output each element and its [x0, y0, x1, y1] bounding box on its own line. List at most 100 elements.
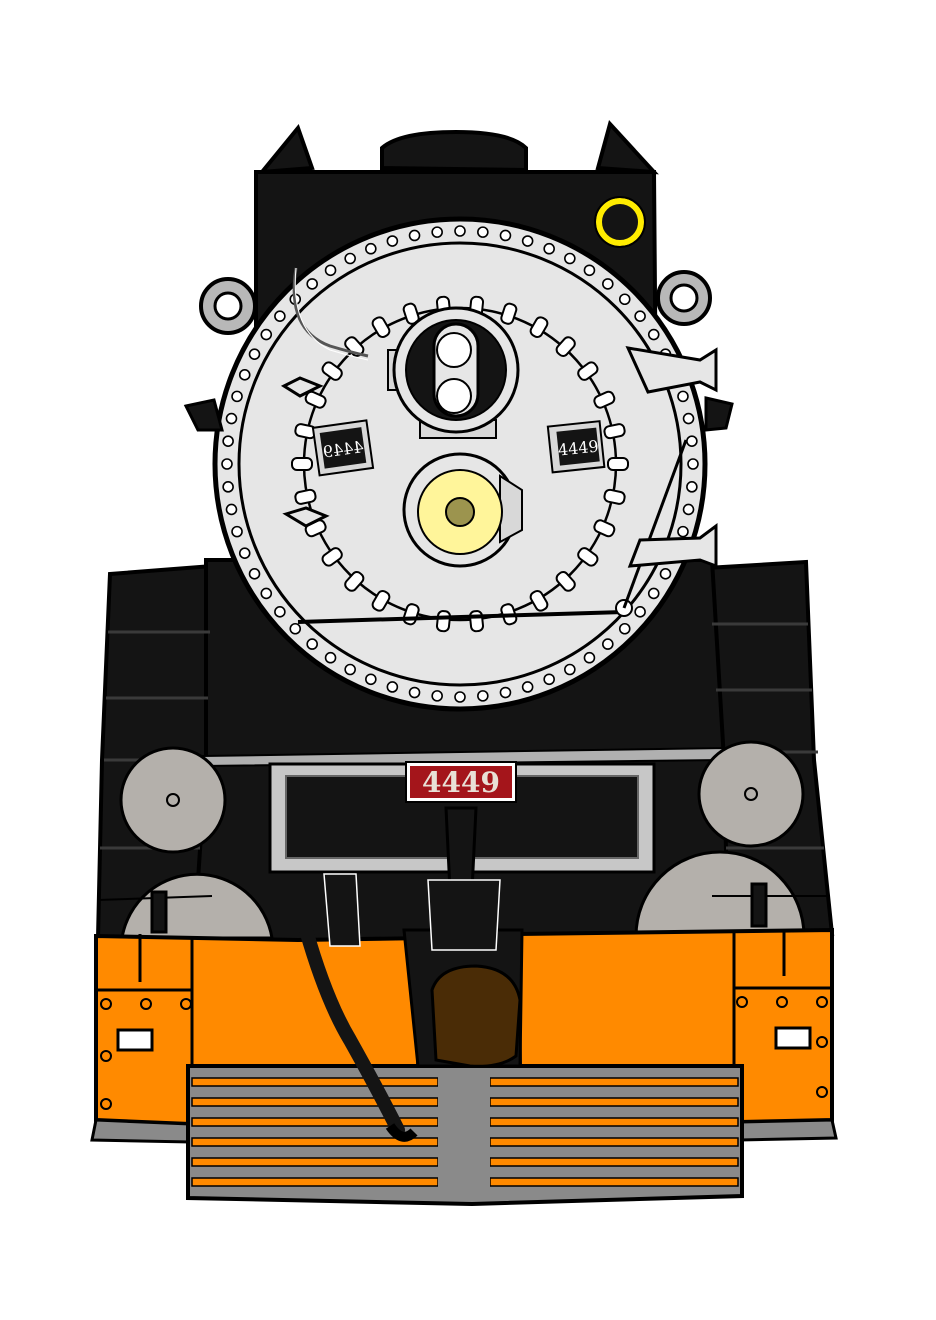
rivet [306, 638, 318, 650]
door-bolt [529, 590, 549, 612]
grille-slats [191, 1077, 739, 1187]
smokebox-door: 4449 4449 [212, 216, 718, 712]
rivet [687, 458, 699, 470]
rivet [289, 622, 302, 635]
pilot-bolt [736, 996, 748, 1008]
grille-slat [489, 1097, 739, 1107]
rivet [222, 435, 234, 447]
door-bottom-line [297, 610, 625, 624]
rivet [677, 390, 689, 403]
rivet [618, 622, 631, 635]
door-bolt [371, 316, 391, 338]
grille-slat [191, 1077, 439, 1087]
door-bolt [603, 488, 626, 505]
coupler-assembly [299, 806, 524, 1142]
rivet [602, 278, 614, 290]
rivet [659, 568, 672, 580]
left-brackets [280, 376, 330, 528]
rivet [543, 242, 555, 255]
rivet [499, 229, 512, 242]
right-deflector-ear [595, 119, 659, 175]
pilot-deck [90, 882, 838, 1144]
rivet [521, 235, 534, 247]
rivet [225, 503, 238, 516]
grille-slat [489, 1157, 739, 1167]
door-bolt [529, 316, 549, 338]
door-bolt [321, 361, 343, 381]
rivet [386, 681, 399, 693]
rivet [477, 690, 489, 702]
rivet [686, 435, 698, 447]
rivet [431, 226, 443, 238]
rivet [274, 310, 286, 322]
rivet [564, 252, 576, 265]
rivet [634, 310, 646, 322]
door-bolt [304, 390, 327, 409]
coupler-knuckle [430, 964, 522, 1068]
handrail-wire [292, 267, 369, 358]
door-bolt [607, 457, 629, 471]
rivet [682, 412, 695, 425]
left-deflector-ear [257, 123, 315, 175]
wheel-right-upper [697, 740, 805, 848]
rivet [238, 547, 251, 559]
door-bolt [500, 302, 518, 325]
rivet [386, 235, 399, 247]
rivet [647, 587, 660, 600]
door-bolt [371, 590, 391, 612]
pilot-bolt [140, 998, 152, 1010]
door-bolt [321, 547, 343, 567]
rivet [454, 691, 466, 703]
rivet [686, 481, 698, 493]
door-number-plate-right: 4449 [546, 420, 606, 474]
rivet [274, 606, 286, 618]
rivet [344, 663, 356, 676]
door-bolt [555, 571, 576, 592]
grille-slat [489, 1117, 739, 1127]
door-bolt [344, 571, 365, 592]
air-hose [299, 923, 405, 1137]
pilot-bolts [100, 996, 828, 1110]
rivet [647, 328, 660, 341]
right-brackets [625, 346, 718, 569]
rivet [231, 390, 243, 403]
rivet [222, 481, 234, 493]
door-bolt [593, 390, 616, 409]
door-bolt [468, 610, 485, 633]
headlight-lens-bottom [436, 378, 472, 414]
rivet [408, 229, 421, 242]
rivet [634, 606, 646, 618]
door-bolt [435, 610, 452, 633]
pilot-bolt [816, 1036, 828, 1048]
rivet [231, 525, 243, 538]
pilot-bolt [816, 1086, 828, 1098]
rivet [602, 638, 614, 650]
rivet [408, 686, 421, 699]
rivet [306, 278, 318, 290]
rivet [521, 681, 534, 693]
wheel-left-upper [119, 746, 227, 854]
grille-slat [489, 1137, 739, 1147]
grille [186, 1064, 744, 1207]
door-bolt [555, 336, 576, 357]
rivet [324, 264, 337, 277]
lower-headlight [402, 452, 523, 568]
rivet [248, 348, 261, 360]
rivet [238, 369, 251, 381]
rivet [583, 651, 596, 664]
headlight-lens-top [436, 332, 472, 368]
rivet [344, 252, 356, 265]
grille-slat [489, 1077, 739, 1087]
door-bolt [294, 488, 317, 505]
door-bolt [603, 423, 626, 440]
door-bolt [593, 519, 616, 538]
grille-slat [191, 1177, 439, 1187]
rivet [454, 225, 466, 237]
smokestack [380, 129, 528, 173]
rivet [248, 568, 261, 580]
rivet [499, 686, 512, 699]
rivet [543, 673, 555, 686]
rivet [682, 503, 695, 516]
front-number-plate: 4449 [405, 761, 517, 803]
